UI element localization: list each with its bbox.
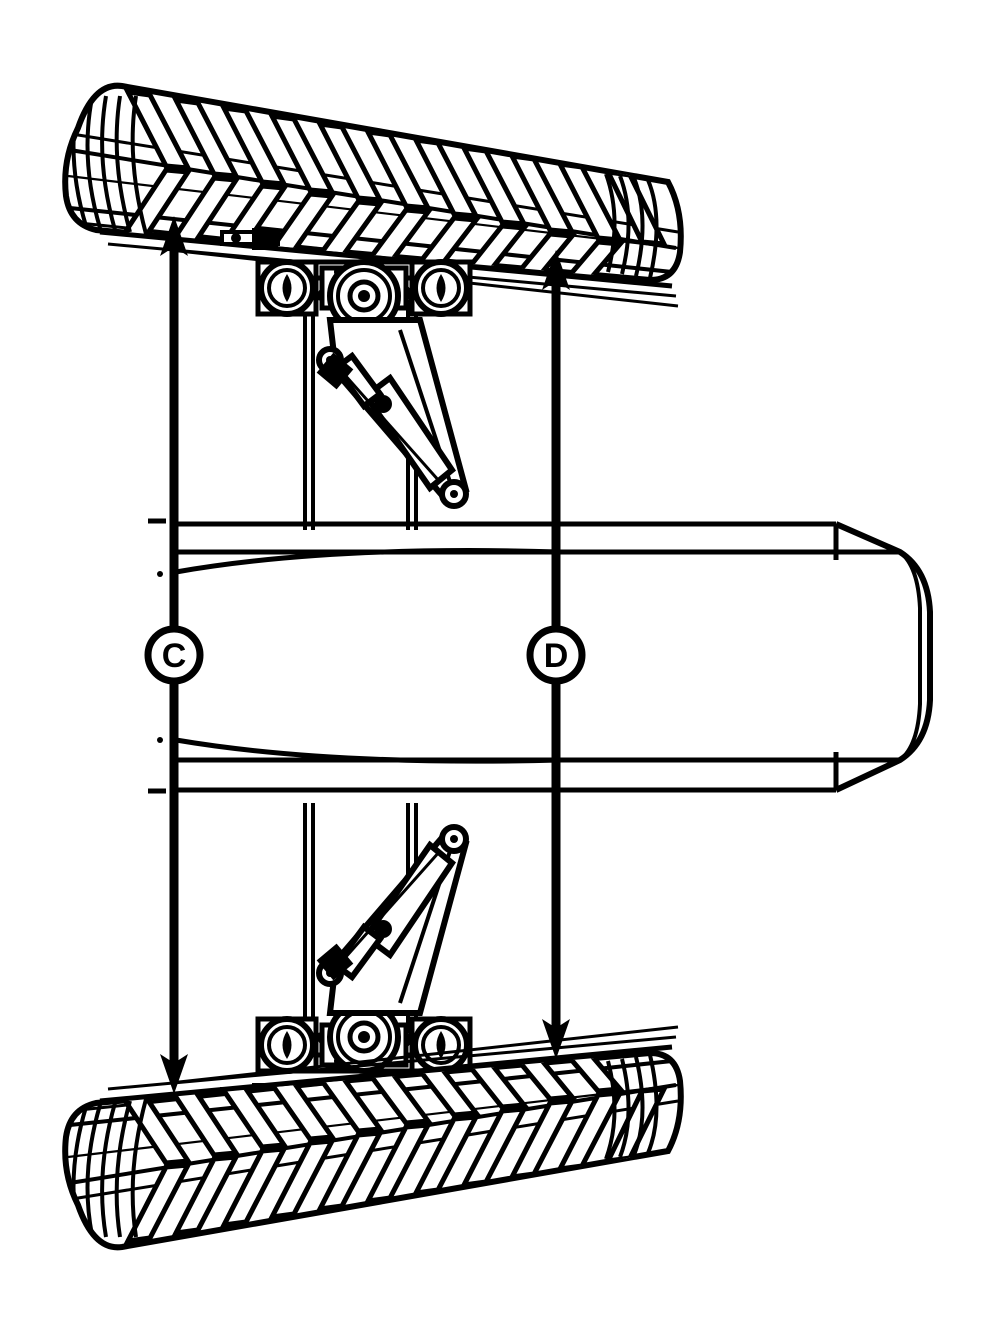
bottom-rim-edge-inner2 [169, 1025, 679, 1085]
callout-c-circle[interactable] [144, 625, 204, 685]
top-rim-edge [99, 229, 673, 289]
bottom-tire [62, 1025, 684, 1251]
top-tie-rod-joint [252, 228, 278, 250]
top-hydraulic-cylinder [316, 351, 469, 509]
dimension-callout-c[interactable]: C [144, 216, 204, 1094]
callout-d-arrow-top [542, 250, 570, 290]
bottom-hydraulic-cylinder [316, 824, 469, 982]
callout-d-circle[interactable] [526, 625, 586, 685]
callout-d-arrow-bottom [542, 1019, 570, 1059]
top-kingpin-center [358, 290, 370, 302]
callout-c-label: C [162, 637, 187, 675]
bottom-left-roller-hub [282, 1031, 292, 1059]
bottom-rim-edge [99, 1044, 673, 1104]
top-tire [62, 82, 684, 308]
chassis-nose-inner [898, 550, 922, 762]
chassis-nose-outline [834, 521, 933, 793]
bottom-kingpin-center [358, 1031, 370, 1043]
top-right-roller-hub [436, 274, 446, 302]
top-steering-assembly [220, 228, 473, 530]
callout-c-arrow-bottom [160, 1054, 188, 1094]
top-tie-rod-end [231, 233, 241, 243]
chassis-cut-marks [148, 518, 166, 794]
chassis-cut-dots [157, 571, 163, 743]
chassis-body [148, 518, 933, 794]
top-left-roller-hub [282, 274, 292, 302]
callout-c-arrow-top [160, 216, 188, 256]
callout-d-label: D [544, 637, 569, 675]
chassis-top-curve [175, 548, 900, 575]
dimension-callout-d[interactable]: D [526, 250, 586, 1059]
top-tire-tread [67, 88, 679, 281]
